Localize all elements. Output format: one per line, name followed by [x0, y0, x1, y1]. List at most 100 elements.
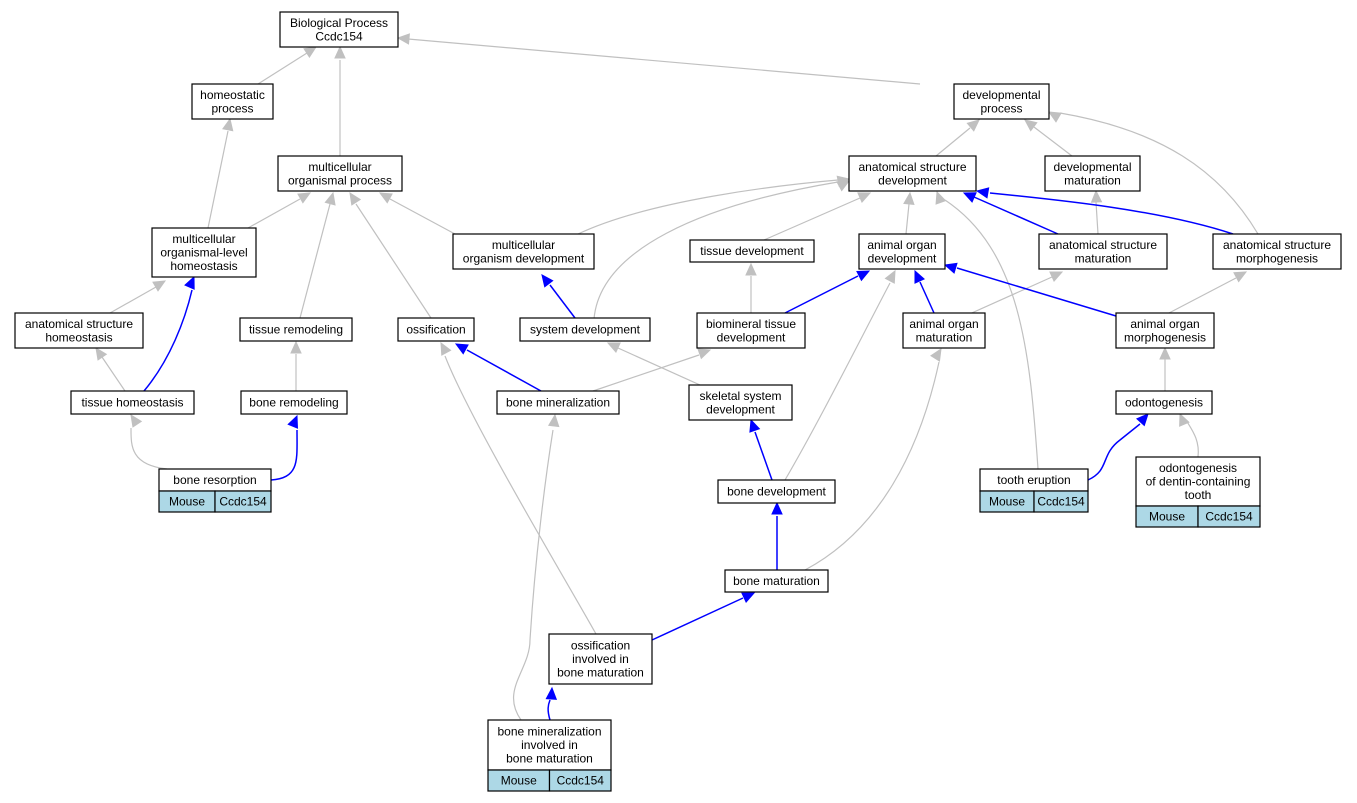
go-term-node-sysdev[interactable]: system development	[519, 317, 651, 342]
go-term-node-tissdev[interactable]: tissue development	[689, 239, 815, 263]
annotation-gene: Ccdc154	[1205, 510, 1253, 524]
edge-line	[763, 197, 861, 241]
edge-line	[784, 282, 891, 481]
go-term-node-bonemat[interactable]: bone maturation	[724, 569, 829, 593]
is-a-edge	[1159, 346, 1171, 391]
go-term-node-bonemin[interactable]: bone mineralization	[496, 390, 620, 415]
node-box	[191, 83, 274, 120]
edge-line	[101, 356, 126, 392]
regulates-edge	[962, 192, 1059, 235]
go-term-node-bonedev[interactable]: bone development	[717, 479, 836, 504]
is-a-edge	[334, 45, 346, 156]
go-term-node-ossif[interactable]: ossification	[397, 317, 475, 342]
edge-layer	[95, 33, 1259, 721]
edge-arrowhead	[290, 340, 302, 354]
node-label: maturation	[1075, 251, 1132, 265]
node-label: development	[868, 251, 937, 265]
go-term-node-tisshomeo[interactable]: tissue homeostasis	[70, 390, 195, 415]
edge-arrowhead	[1090, 189, 1103, 203]
edge-line	[577, 179, 839, 235]
is-a-edge	[349, 191, 432, 319]
node-label: odontogenesis	[1125, 396, 1203, 410]
node-label: animal organ	[867, 238, 936, 252]
node-label: bone maturation	[557, 666, 644, 680]
node-label: bone remodeling	[249, 396, 338, 410]
edge-arrowhead	[152, 280, 167, 292]
regulates-edge	[270, 414, 299, 481]
regulates-edge	[975, 187, 1234, 235]
annotation-gene-cell	[548, 769, 612, 792]
node-label: bone maturation	[506, 752, 593, 766]
edge-line	[1059, 112, 1259, 235]
edge-line	[944, 199, 1039, 470]
node-label: process	[211, 101, 253, 115]
edge-line	[956, 267, 1117, 317]
edge-line	[109, 286, 157, 314]
node-box	[70, 390, 195, 415]
node-box	[240, 390, 348, 415]
is-a-edge	[512, 413, 560, 721]
node-box	[14, 312, 144, 349]
edge-arrowhead	[334, 45, 346, 59]
edge-arrowhead	[1135, 413, 1149, 427]
edge-line	[593, 181, 839, 320]
node-label: system development	[530, 323, 641, 337]
node-label: tooth eruption	[997, 473, 1070, 487]
node-label: organismal process	[288, 173, 392, 187]
edge-arrowhead	[130, 413, 143, 428]
edge-line	[389, 198, 456, 235]
node-label: multicellular	[492, 238, 555, 252]
is-a-edge	[1047, 111, 1259, 235]
edge-arrowhead	[545, 686, 558, 700]
is-a-edge	[784, 269, 896, 481]
edge-line	[444, 355, 597, 635]
node-layer: Biological ProcessCcdc154homeostaticproc…	[14, 11, 1342, 792]
edge-line	[1168, 277, 1237, 314]
node-label: of dentin-containing	[1146, 475, 1251, 489]
node-box	[717, 479, 836, 504]
go-term-node-odonto[interactable]: odontogenesis	[1115, 390, 1213, 415]
edge-line	[549, 284, 576, 319]
edge-arrowhead	[222, 117, 234, 132]
is-a-edge	[592, 348, 712, 392]
edge-arrowhead	[541, 274, 554, 288]
edge-line	[270, 429, 298, 481]
node-box	[496, 390, 620, 415]
is-a-edge	[1024, 119, 1073, 157]
is-a-edge	[207, 117, 234, 229]
node-label: ossification	[406, 323, 465, 337]
go-term-node-bonerem[interactable]: bone remodeling	[240, 390, 348, 415]
regulates-edge	[771, 501, 783, 570]
is-a-edge	[130, 413, 168, 470]
node-label: biomineral tissue	[706, 317, 796, 331]
node-label: tissue remodeling	[249, 323, 343, 337]
go-term-node-tissrem[interactable]: tissue remodeling	[239, 317, 353, 342]
annotation-gene: Ccdc154	[1037, 495, 1085, 509]
is-a-edge	[935, 190, 1039, 470]
node-box	[397, 317, 475, 342]
regulates-edge	[914, 269, 935, 314]
node-label: anatomical structure	[1223, 238, 1331, 252]
edge-arrowhead	[935, 190, 947, 205]
